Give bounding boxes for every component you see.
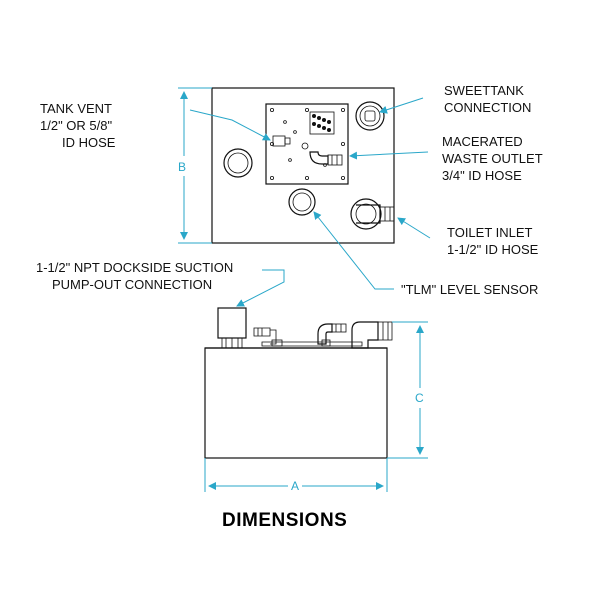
svg-text:1/2" OR 5/8": 1/2" OR 5/8" <box>40 118 112 133</box>
svg-text:TANK VENT: TANK VENT <box>40 101 112 116</box>
pumpout-fitting <box>217 307 247 349</box>
top-view-outline <box>211 87 395 244</box>
side-toilet-inlet <box>351 321 393 349</box>
terminal-strip <box>309 111 335 135</box>
toilet-inlet-port <box>350 198 395 230</box>
leader-toilet-inlet <box>397 217 431 239</box>
dimension-b-label: B <box>178 160 186 174</box>
label-tank-vent: TANK VENT 1/2" OR 5/8" ID HOSE <box>40 101 116 150</box>
label-tlm: "TLM" LEVEL SENSOR <box>401 282 538 297</box>
side-view-outline <box>204 347 388 459</box>
svg-text:CONNECTION: CONNECTION <box>444 100 531 115</box>
control-plate <box>265 103 349 185</box>
svg-text:WASTE OUTLET: WASTE OUTLET <box>442 151 543 166</box>
tank-vent-fitting <box>272 135 291 147</box>
side-vent-barb <box>253 327 277 345</box>
sweettank-port <box>355 101 385 131</box>
macerated-outlet-fitting <box>309 151 343 166</box>
leader-macerated <box>349 151 429 160</box>
leader-sweettank <box>379 97 424 114</box>
plate-holes <box>269 108 345 180</box>
label-toilet-inlet: TOILET INLET 1-1/2" ID HOSE <box>447 225 539 257</box>
svg-text:PUMP-OUT CONNECTION: PUMP-OUT CONNECTION <box>52 277 212 292</box>
leader-pumpout <box>236 269 285 307</box>
label-macerated: MACERATED WASTE OUTLET 3/4" ID HOSE <box>442 134 543 183</box>
side-macerated-elbow <box>317 323 347 345</box>
svg-text:1-1/2" ID HOSE: 1-1/2" ID HOSE <box>447 242 539 257</box>
svg-text:SWEETTANK: SWEETTANK <box>444 83 524 98</box>
page-title: DIMENSIONS <box>222 510 347 531</box>
svg-text:3/4" ID HOSE: 3/4" ID HOSE <box>442 168 522 183</box>
label-sweettank: SWEETTANK CONNECTION <box>444 83 531 115</box>
side-plate-profile <box>261 341 363 347</box>
dimension-c-label: C <box>415 391 424 405</box>
dimension-c: C <box>387 321 428 459</box>
dimension-a: A <box>204 458 388 493</box>
svg-text:MACERATED: MACERATED <box>442 134 523 149</box>
dimension-a-label: A <box>291 479 299 493</box>
leader-tlm <box>313 211 394 290</box>
svg-text:1-1/2" NPT DOCKSIDE SUCTION: 1-1/2" NPT DOCKSIDE SUCTION <box>36 260 233 275</box>
tlm-sensor-port <box>288 188 316 216</box>
dimension-b: B <box>178 87 212 244</box>
top-left-port <box>223 148 253 178</box>
svg-text:ID HOSE: ID HOSE <box>62 135 116 150</box>
leader-tank-vent <box>189 109 271 141</box>
svg-text:TOILET INLET: TOILET INLET <box>447 225 533 240</box>
label-pumpout: 1-1/2" NPT DOCKSIDE SUCTION PUMP-OUT CON… <box>36 260 233 292</box>
